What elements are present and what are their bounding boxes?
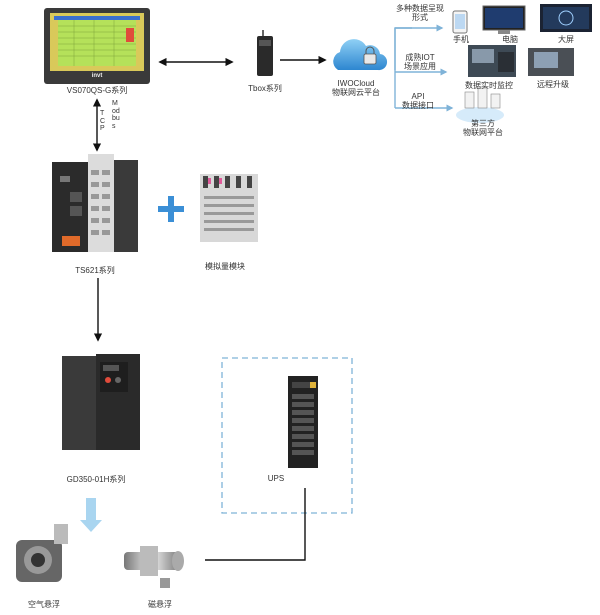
vfd-label: GD350-01H系列 [66, 475, 126, 484]
ups-load-link [205, 488, 306, 561]
phone-icon [452, 10, 468, 34]
cloud-icon [333, 39, 388, 71]
mag-bearing-label: 磁悬浮 [148, 600, 172, 609]
iot-label: 成熟IOT 场景应用 [404, 53, 436, 72]
vfd-load-arrow [80, 498, 102, 532]
plc-label: TS621系列 [75, 266, 115, 275]
cloud-branches [394, 24, 454, 112]
third-party-label: 第三方 物联网平台 [463, 119, 503, 138]
vfd-device [62, 354, 140, 450]
upgrade-photo [528, 48, 574, 76]
hmi-label: VS070QS-G系列 [66, 86, 128, 95]
plc-device [52, 154, 138, 252]
cloud-label: IWOCloud 物联网云平台 [332, 79, 380, 98]
ups-device [288, 376, 318, 468]
tbox-device [257, 30, 273, 76]
mag-bearing-device [124, 546, 184, 588]
api-label: API 数据接口 [402, 92, 434, 111]
computer-label: 电脑 [502, 35, 518, 44]
analog-module-label: 模拟量模块 [205, 262, 245, 271]
air-bearing-label: 空气悬浮 [28, 600, 60, 609]
bigscreen-label: 大屏 [558, 35, 574, 44]
ups-frame [221, 357, 353, 514]
monitor-photo [468, 45, 516, 77]
hmi-device [44, 8, 150, 84]
plus-icon [158, 196, 184, 222]
third-party-icon [456, 87, 504, 123]
ups-label: UPS [267, 474, 285, 483]
computer-icon [482, 5, 526, 34]
monitor-label: 数据实时监控 [465, 81, 513, 90]
hmi-brand: invt [91, 73, 103, 79]
analog-module-device [200, 174, 258, 242]
data-forms-label: 多种数据呈现 形式 [396, 4, 444, 23]
modbus-label: Modbus [112, 100, 120, 130]
tbox-label: Tbox系列 [248, 84, 282, 93]
bigscreen-icon [540, 4, 592, 32]
upgrade-label: 远程升级 [537, 80, 569, 89]
air-bearing-device [16, 524, 68, 582]
tcp-label: TCP [100, 110, 106, 132]
phone-label: 手机 [453, 35, 469, 44]
